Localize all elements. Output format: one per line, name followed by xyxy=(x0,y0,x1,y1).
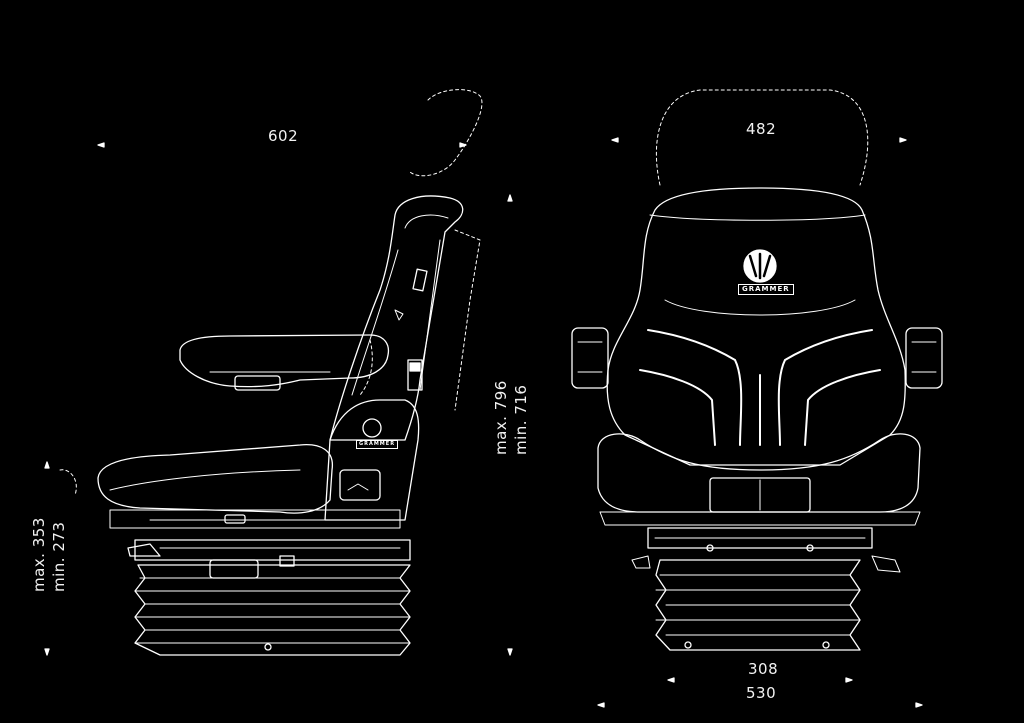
front-width-label: 482 xyxy=(746,120,777,138)
side-brand-label: GRAMMER xyxy=(356,440,399,449)
base-width-inner-label: 308 xyxy=(748,660,779,678)
front-left-armrest xyxy=(572,328,608,388)
side-seat-cushion xyxy=(98,445,332,513)
front-seat-cushion xyxy=(598,434,920,512)
side-headrest-dashed xyxy=(410,90,482,176)
side-height-min-label: min. 273 xyxy=(50,521,68,592)
front-view xyxy=(572,90,942,707)
base-width-outer-label: 530 xyxy=(746,684,777,702)
front-backrest xyxy=(607,188,905,465)
grammer-logo xyxy=(744,250,776,282)
side-bellows xyxy=(135,565,410,655)
side-armrest xyxy=(180,335,388,387)
front-headrest-dashed xyxy=(656,90,867,185)
side-width-dimension-line xyxy=(98,143,466,147)
front-bellows xyxy=(656,560,860,650)
seat-height-min-label: min. 716 xyxy=(512,384,530,455)
side-backrest xyxy=(330,196,463,440)
side-cover xyxy=(325,400,419,520)
seat-height-max-label: max. 796 xyxy=(492,380,510,455)
side-suspension-plate xyxy=(135,540,410,560)
front-brand-label: GRAMMER xyxy=(738,284,794,295)
side-height-max-label: max. 353 xyxy=(30,517,48,592)
front-right-armrest xyxy=(906,328,942,388)
side-view xyxy=(45,90,512,655)
side-width-label: 602 xyxy=(268,127,299,145)
